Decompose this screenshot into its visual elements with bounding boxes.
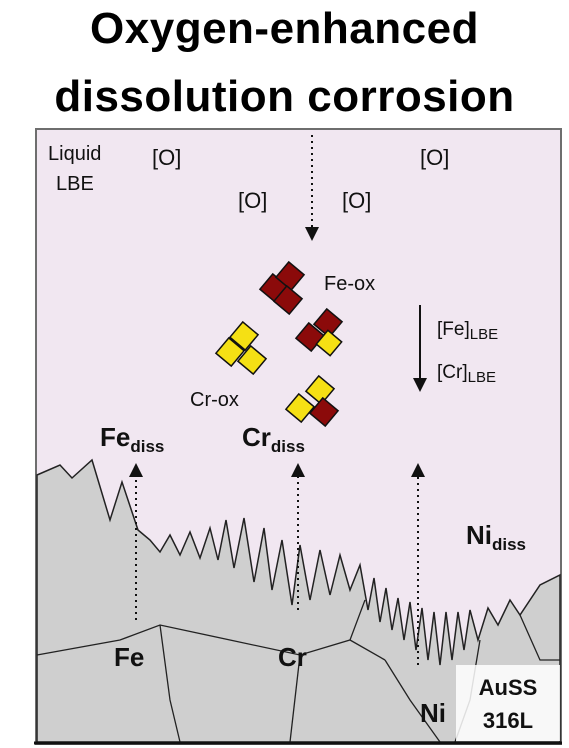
cr-diss-label: Crdiss	[242, 422, 305, 456]
fe-lbe-label: [Fe]LBE	[437, 319, 498, 343]
liquid-label: Liquid	[48, 143, 101, 165]
oxygen-label-1: [O]	[152, 145, 181, 170]
grain-boundaries	[36, 599, 560, 743]
oxygen-label-4: [O]	[342, 188, 371, 213]
fe-diss-label: Fediss	[100, 422, 164, 456]
auss-label-box	[456, 665, 560, 741]
auss-label: AuSS	[479, 675, 538, 700]
ni-element-label: Ni	[420, 698, 446, 728]
auss-grade-label: 316L	[483, 708, 533, 733]
steel-substrate	[36, 458, 561, 743]
cr-oxide-cluster	[214, 320, 343, 428]
title-line-1: Oxygen-enhanced	[90, 4, 479, 53]
cr-lbe-label: [Cr]LBE	[437, 362, 496, 386]
lbe-label: LBE	[56, 173, 94, 195]
oxygen-label-3: [O]	[238, 188, 267, 213]
dissolution-arrows	[129, 463, 425, 665]
cr-element-label: Cr	[278, 642, 307, 672]
ni-diss-label: Nidiss	[466, 520, 526, 554]
fe-element-label: Fe	[114, 642, 144, 672]
oxygen-label-2: [O]	[420, 145, 449, 170]
fe-ox-label: Fe-ox	[324, 273, 375, 295]
cr-ox-label: Cr-ox	[190, 389, 239, 411]
title-line-2: dissolution corrosion	[54, 72, 515, 121]
